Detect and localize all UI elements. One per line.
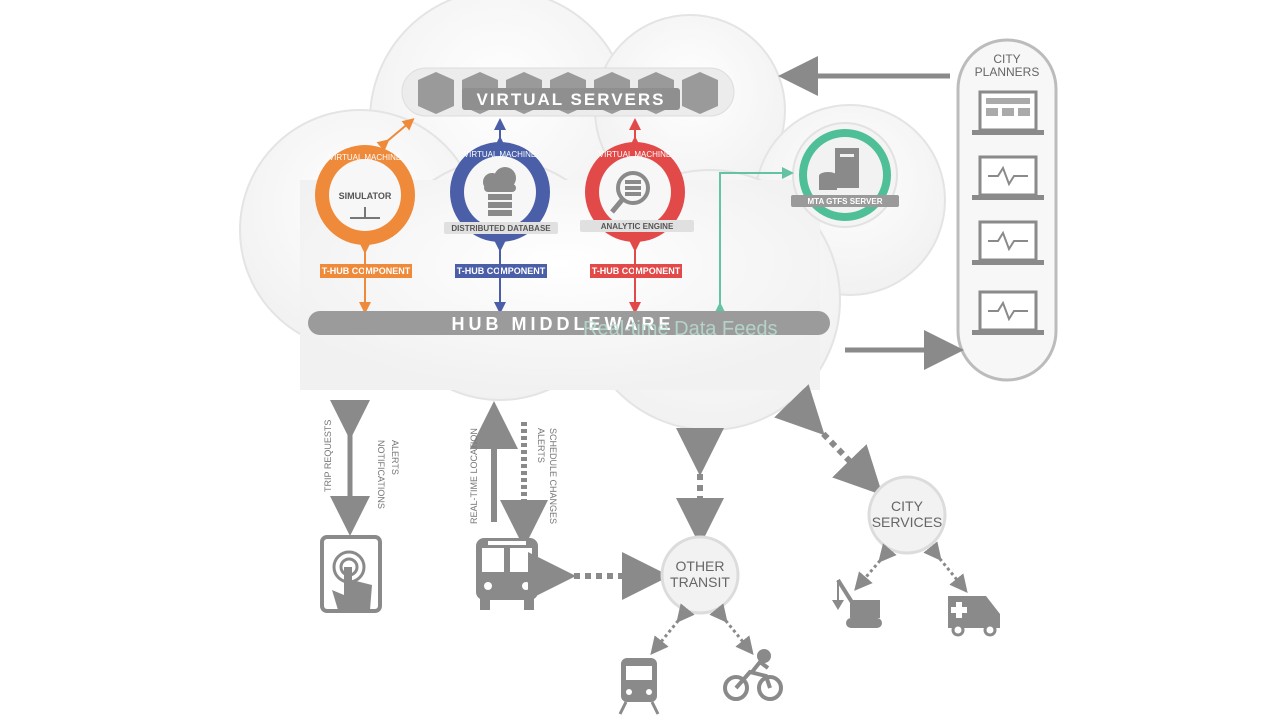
- magnifier-database-icon: [610, 171, 650, 214]
- hub-middleware-bar: HUB MIDDLEWARE: [308, 311, 830, 335]
- vm-arc-label: VIRTUAL MACHINE: [599, 150, 671, 159]
- services-cloud-arrow: [774, 384, 883, 496]
- city-services-label-2: SERVICES: [872, 514, 943, 530]
- vm-arc-label: VIRTUAL MACHINE: [464, 150, 536, 159]
- touch-screen-icon: [320, 535, 382, 613]
- laptop-pulse-icon: [972, 155, 1044, 200]
- vm-name: SIMULATOR: [339, 191, 392, 201]
- city-services-node: CITY SERVICES: [867, 475, 947, 555]
- vm-arc-label: VIRTUAL MACHINE: [329, 153, 401, 162]
- laptop-dashboard-icon: [972, 90, 1044, 135]
- vm-name: DISTRIBUTED DATABASE: [451, 224, 551, 233]
- alerts-label: ALERTS: [390, 440, 400, 475]
- transit-bike-arrow: [709, 603, 754, 655]
- other-transit-label-1: OTHER: [676, 558, 725, 574]
- bus-icon: [476, 538, 538, 610]
- realtime-location-label: REAL-TIME LOCATION: [469, 428, 479, 524]
- mta-gtfs-server: MTA GTFS SERVER: [791, 122, 899, 228]
- component-label: T-HUB COMPONENT: [592, 266, 681, 276]
- other-transit-label-2: TRANSIT: [670, 574, 730, 590]
- mta-server-label: MTA GTFS SERVER: [808, 197, 883, 206]
- notifications-label: NOTIFICATIONS: [376, 440, 386, 509]
- virtual-servers-bar: VIRTUAL SERVERS: [401, 67, 735, 117]
- services-ambulance-arrow: [923, 541, 968, 593]
- schedule-changes-label: SCHEDULE CHANGES: [548, 428, 558, 524]
- bicycle-icon: [723, 649, 783, 701]
- alerts-label-2: ALERTS: [536, 428, 546, 463]
- trip-requests-label: TRIP REQUESTS: [323, 420, 333, 492]
- other-transit-node: OTHER TRANSIT: [660, 535, 740, 615]
- component-label: T-HUB COMPONENT: [322, 266, 411, 276]
- vm-analytic-engine: VIRTUAL MACHINE ANALYTIC ENGINE T-HUB CO…: [580, 142, 694, 314]
- vm-name: ANALYTIC ENGINE: [601, 222, 674, 231]
- city-services-label-1: CITY: [891, 498, 924, 514]
- virtual-servers-label: VIRTUAL SERVERS: [476, 90, 665, 109]
- realtime-feed-connector: [714, 167, 794, 314]
- vm-simulator: VIRTUAL MACHINE SIMULATOR T-HUB COMPONEN…: [315, 145, 415, 314]
- realtime-feeds-overlay: Real-time Data Feeds: [583, 318, 778, 340]
- city-planners-title-2: PLANNERS: [975, 65, 1040, 79]
- ambulance-icon: [948, 596, 1000, 637]
- server-tower-icon: [819, 148, 859, 190]
- crane-icon: [832, 578, 882, 628]
- hub-middleware-label: HUB MIDDLEWARE: [452, 314, 675, 334]
- train-icon: [618, 658, 660, 715]
- component-label: T-HUB COMPONENT: [457, 266, 546, 276]
- simulator-icon: [350, 207, 380, 219]
- database-cloud-icon: [483, 167, 516, 216]
- city-planners-title-1: CITY: [993, 52, 1020, 66]
- laptop-pulse-icon: [972, 290, 1044, 335]
- transit-train-arrow: [650, 603, 695, 655]
- laptop-pulse-icon: [972, 220, 1044, 265]
- city-planners-panel: CITY PLANNERS: [956, 38, 1058, 382]
- services-crane-arrow: [854, 543, 897, 591]
- vm-distributed-database: VIRTUAL MACHINE DISTRIBUTED DATABASE T-H…: [444, 142, 558, 314]
